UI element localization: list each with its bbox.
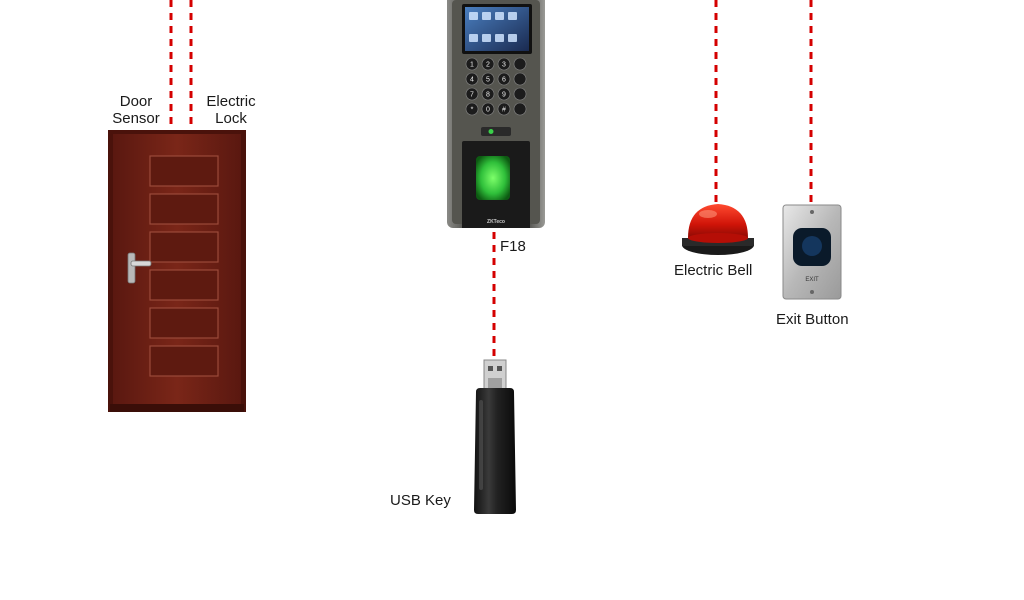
keypad-key-label: 4 xyxy=(470,77,474,84)
keypad-function-key xyxy=(514,58,526,70)
usb-key xyxy=(474,360,516,514)
label-electric-lock: Electric Lock xyxy=(200,93,262,127)
keypad-key-label: 2 xyxy=(486,62,490,69)
door xyxy=(108,130,246,412)
label-door-sensor-line1: Door xyxy=(110,93,162,110)
device-brand-text: ZKTeco xyxy=(487,219,505,225)
keypad-key-label: 6 xyxy=(502,77,506,84)
label-usb-key: USB Key xyxy=(390,492,451,509)
keypad-key-label: 0 xyxy=(486,107,490,114)
keypad-key-label: 9 xyxy=(502,92,506,99)
fingerprint-sensor xyxy=(476,156,510,200)
keypad-key-label: 1 xyxy=(470,62,474,69)
keypad-key-label: 3 xyxy=(502,62,506,69)
door-handle xyxy=(128,253,135,283)
keypad-function-key xyxy=(514,73,526,85)
keypad-key-label: * xyxy=(471,107,474,114)
label-electric-lock-line1: Electric xyxy=(200,93,262,110)
keypad-key-label: # xyxy=(502,107,506,114)
keypad-key-label: 7 xyxy=(470,92,474,99)
keypad-function-key xyxy=(514,88,526,100)
keypad-function-key xyxy=(514,103,526,115)
keypad-key-label: 8 xyxy=(486,92,490,99)
exit-plate-text: EXIT xyxy=(805,277,819,283)
label-electric-lock-line2: Lock xyxy=(200,110,262,127)
label-electric-bell: Electric Bell xyxy=(674,262,752,279)
label-device: F18 xyxy=(500,238,526,255)
label-exit-button: Exit Button xyxy=(776,311,849,328)
electric-bell xyxy=(682,204,754,255)
label-door-sensor-line2: Sensor xyxy=(110,110,162,127)
label-door-sensor: Door Sensor xyxy=(110,93,162,127)
f18-device: 1 2 3 4 5 6 7 8 9 * 0 # ZKTeco xyxy=(447,0,545,228)
exit-button-device: EXIT xyxy=(783,205,841,299)
keypad-key-label: 5 xyxy=(486,77,490,84)
